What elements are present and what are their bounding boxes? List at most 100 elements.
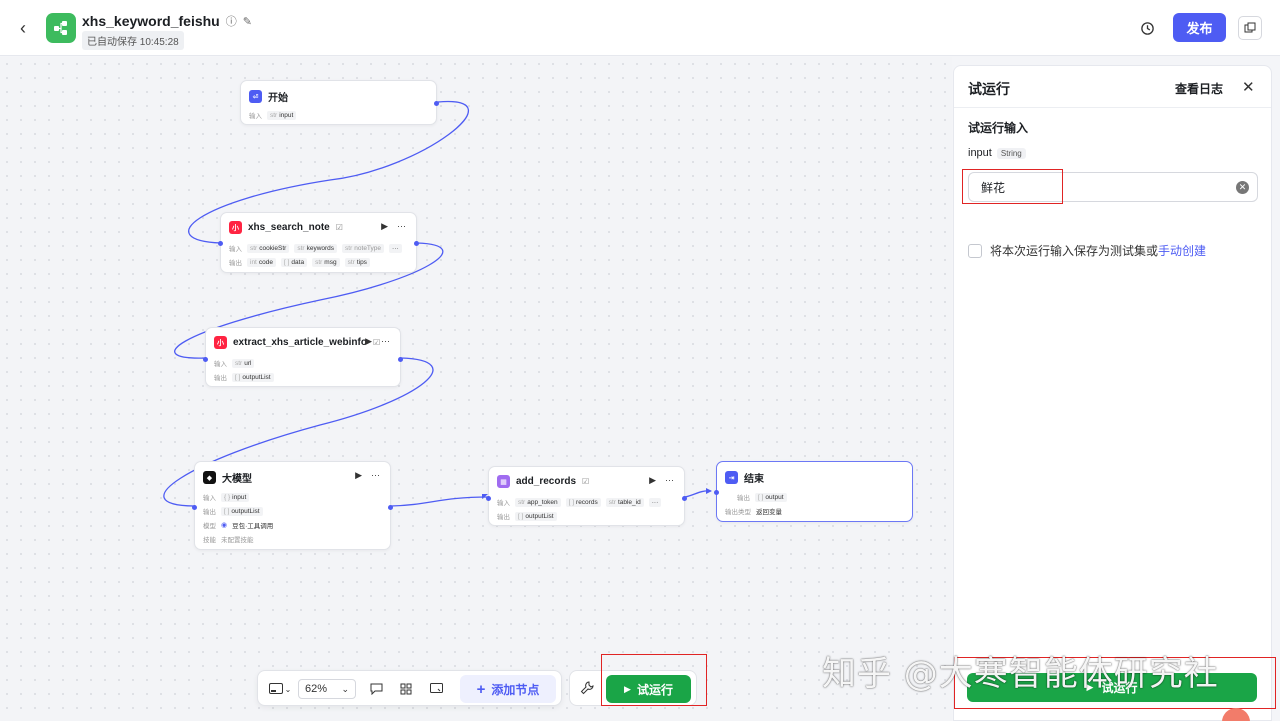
panel-run-label: 试运行 [1101,681,1138,695]
more-tags-icon[interactable]: ··· [389,243,402,253]
edit-icon[interactable]: ✎ [242,15,252,28]
panel-title: 试运行 [968,81,1010,97]
save-testset-row: 将本次运行输入保存为测试集或手动创建 [968,242,1206,259]
node-end[interactable]: ⇥结束 输出 [ ]output 输出类型 返回变量 [714,461,913,522]
comment-icon[interactable] [366,679,386,699]
back-arrow-icon[interactable]: ‹ [20,18,26,38]
more-icon[interactable]: ··· [397,221,406,231]
node-search-title: xhs_search_note [248,222,330,233]
workflow-canvas[interactable] [0,57,952,721]
field-type-badge: String [996,147,1026,159]
workflow-name: xhs_keyword_feishu [82,13,220,29]
feishu-table-icon: ▦ [497,475,510,488]
workflow-title: xhs_keyword_feishu ⓘ ✎ [82,13,252,29]
output-kind-label: 输出类型 [725,509,751,516]
panel-test-run-button[interactable]: ▶ 试运行 [967,673,1257,702]
node-records-title: add_records [516,476,577,487]
minimap-icon[interactable]: ⌄ [266,679,294,699]
xiaohongshu-icon: 小 [214,336,227,349]
more-icon[interactable]: ··· [381,336,390,346]
variable-tag: [ ]outputList [232,372,274,382]
clear-icon[interactable]: ✕ [1236,181,1249,194]
save-text: 将本次运行输入保存为测试集或 [990,244,1159,258]
node-start-title: 开始 [268,93,288,104]
input-field[interactable]: 鲜花✕ [968,172,1258,202]
input-label: 输入 [229,246,242,253]
close-icon[interactable]: ✕ [1242,79,1255,96]
plus-icon: + [476,680,486,698]
output-label: 输出 [497,514,510,521]
output-port[interactable] [398,357,403,362]
skill-label: 技能 [203,537,216,544]
play-icon: ▶ [1086,682,1094,692]
input-label: 输入 [203,495,216,502]
more-icon[interactable]: ··· [371,470,380,480]
publish-button[interactable]: 发布 [1173,13,1226,42]
section-title: 试运行输入 [968,121,1029,135]
output-label: 输出 [214,375,227,382]
play-icon[interactable]: ▶ [365,336,372,346]
input-port[interactable] [486,496,491,501]
output-port[interactable] [434,101,439,106]
input-port[interactable] [714,490,719,495]
input-port[interactable] [192,505,197,510]
start-icon: ⏎ [249,90,262,103]
model-label: 模型 [203,523,216,530]
save-testset-checkbox[interactable] [968,243,982,258]
input-port[interactable] [203,357,208,362]
variable-tag: [ ]output [755,492,787,502]
more-icon[interactable]: ··· [665,475,674,485]
plugin-mark-icon: ☑ [582,477,590,486]
run-toolbar: ▶试运行 [569,670,697,706]
output-port[interactable] [682,496,687,501]
play-icon[interactable]: ▶ [649,475,656,485]
play-icon[interactable]: ▶ [381,221,388,231]
end-icon: ⇥ [725,471,738,484]
test-run-label: 试运行 [636,682,673,697]
output-port[interactable] [388,505,393,510]
highlight-box-input [962,169,1063,204]
view-log-button[interactable]: 查看日志 [1175,82,1224,96]
wrench-icon[interactable] [580,681,596,697]
variable-tag: [ ]outputList [221,506,263,516]
output-port[interactable] [414,241,419,246]
more-tags-icon[interactable]: ··· [648,497,662,507]
layout-grid-icon[interactable] [396,679,416,699]
variable-tag: [ ]records [565,497,601,507]
add-node-button[interactable]: +添加节点 [460,675,556,703]
workflow-app-icon [46,13,76,43]
variable-tag: [ ]data [280,257,308,267]
zoom-select[interactable]: 62% ⌄ [298,679,356,699]
history-icon[interactable] [1137,18,1157,38]
input-port[interactable] [218,241,223,246]
zoom-value: 62% [305,683,328,695]
node-extract-title: extract_xhs_article_webinfo [233,337,367,348]
info-icon[interactable]: ⓘ [225,16,237,28]
llm-icon: ◆ [203,471,216,484]
duplicate-icon[interactable] [1238,16,1262,40]
model-icon: ◉ [221,522,228,529]
autosave-status: 已自动保存 10:45:28 [82,31,184,50]
highlight-box-panel-run [954,657,1276,709]
chevron-down-icon: ⌄ [341,683,349,694]
input-label: 输入 [214,361,227,368]
watermark: 知乎 @大寒智能体研究社 [822,654,1219,694]
test-run-button[interactable]: ▶试运行 [606,675,691,703]
manual-create-link[interactable]: 手动创建 [1158,244,1207,258]
skill-value: 未配置技能 [221,537,254,544]
play-icon[interactable]: ▶ [355,470,362,480]
model-value: 豆包·工具调用 [232,523,274,530]
node-llm[interactable]: ◆大模型 ▶··· 输入 { }input 输出 [ ]outputList 模… [192,461,393,550]
screen-icon[interactable] [426,679,446,699]
output-kind-value: 返回变量 [756,509,782,516]
